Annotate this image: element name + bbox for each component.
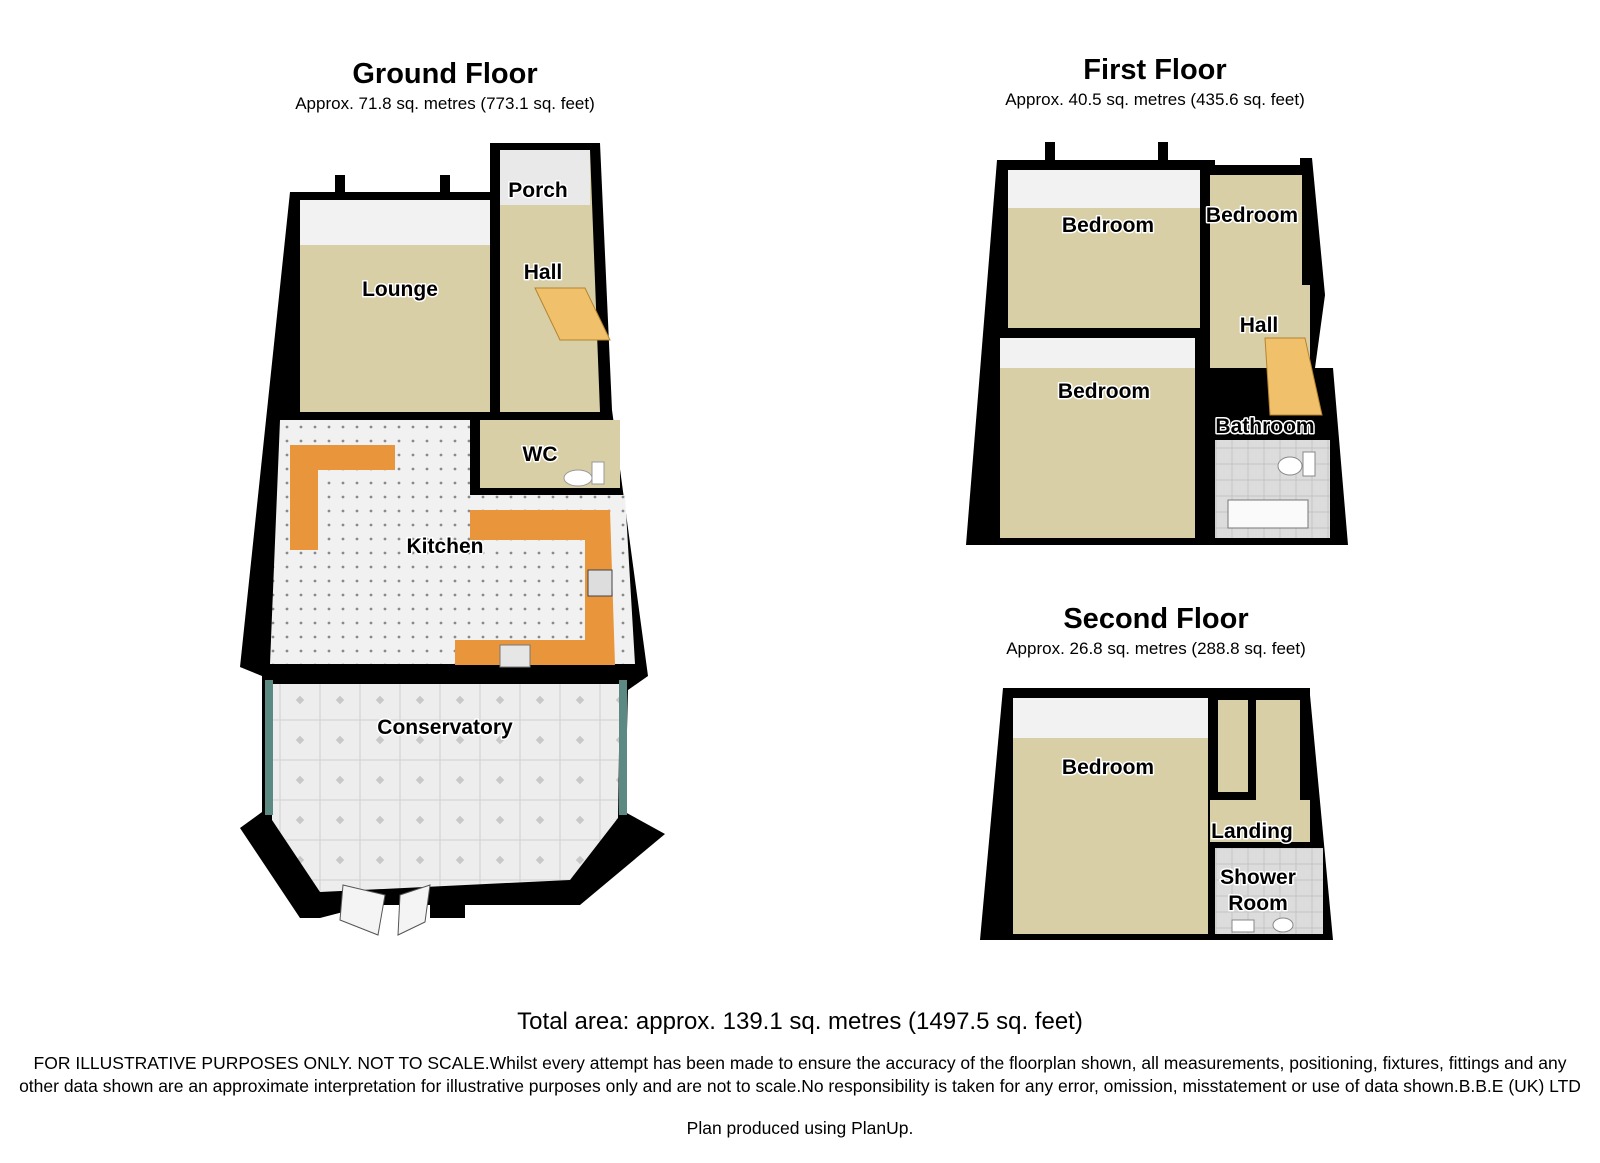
first-floor-area: Approx. 40.5 sq. metres (435.6 sq. feet)	[1005, 90, 1305, 109]
room-label-second-bedroom: Bedroom	[1062, 756, 1154, 779]
room-label-shower-line2: Room	[1228, 892, 1288, 915]
landing-floor	[1210, 800, 1310, 842]
second-floor-area: Approx. 26.8 sq. metres (288.8 sq. feet)	[1006, 639, 1306, 658]
room-label-hall: Hall	[524, 261, 563, 284]
room-label-landing: Landing	[1211, 820, 1293, 843]
room-label-first-hall: Hall	[1240, 314, 1279, 337]
room-label-porch: Porch	[508, 179, 568, 202]
worktop-left	[290, 445, 395, 550]
room-label-first-bedroom-back-left: Bedroom	[1062, 214, 1154, 237]
kitchen-floor	[270, 420, 635, 664]
shower-room-floor	[1215, 848, 1323, 934]
room-label-kitchen: Kitchen	[406, 535, 483, 558]
first-stairs	[1264, 337, 1323, 416]
bath-tub	[1227, 499, 1309, 529]
produced-by: Plan produced using PlanUp.	[686, 1118, 914, 1138]
stairs	[534, 287, 611, 341]
ground-floor-title: Ground Floor	[352, 58, 538, 90]
floorplan-drawing: Lounge Porch Hall WC Kitchen Conservator…	[240, 142, 1348, 940]
room-label-conservatory: Conservatory	[377, 716, 513, 739]
room-label-first-bedroom-back-right: Bedroom	[1206, 204, 1298, 227]
disclaimer-text: FOR ILLUSTRATIVE PURPOSES ONLY. NOT TO S…	[19, 1053, 1581, 1096]
room-label-first-bedroom-front: Bedroom	[1058, 380, 1150, 403]
total-area: Total area: approx. 139.1 sq. metres (14…	[517, 1008, 1083, 1035]
room-label-shower-line1: Shower	[1220, 866, 1296, 889]
second-floor-title: Second Floor	[1063, 603, 1249, 635]
first-floor-title: First Floor	[1083, 54, 1227, 86]
hall-floor	[500, 150, 600, 412]
conservatory-floor	[272, 684, 620, 892]
room-label-lounge: Lounge	[362, 278, 438, 301]
first-bedroom-front-floor	[1000, 338, 1195, 538]
first-floor-plan	[966, 142, 1348, 545]
worktop-right	[455, 510, 615, 665]
ground-floor-area: Approx. 71.8 sq. metres (773.1 sq. feet)	[295, 94, 595, 113]
room-label-bathroom: Bathroom	[1215, 415, 1314, 438]
second-floor-plan	[980, 688, 1333, 940]
ground-floor-plan	[240, 143, 665, 936]
room-label-wc: WC	[523, 443, 558, 466]
first-bedroom-back-right-floor	[1210, 175, 1302, 285]
